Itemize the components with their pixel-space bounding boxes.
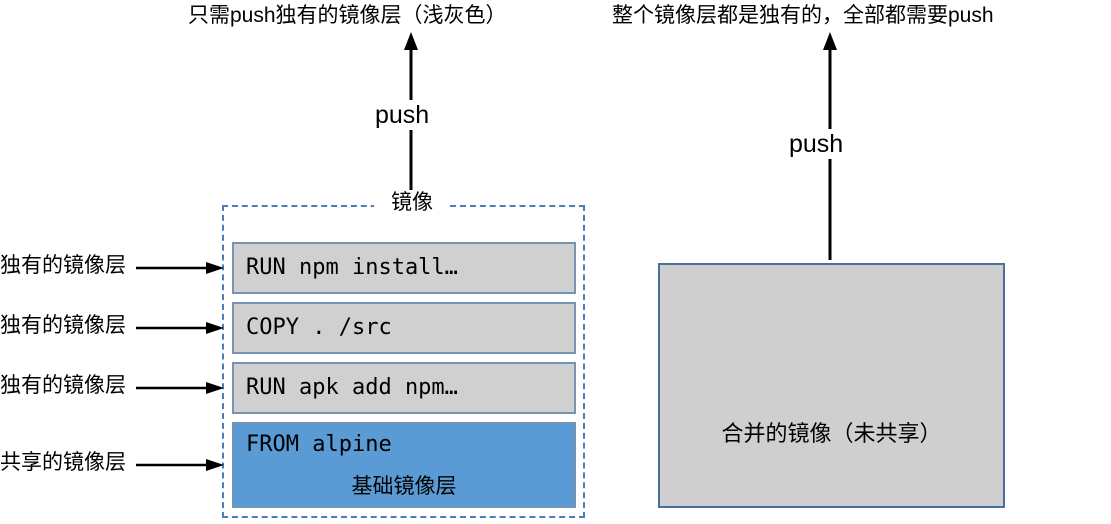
image-layer-copy-src[interactable]: COPY . /src [232, 302, 576, 354]
side-label-unique-layer-3: 独有的镜像层 [0, 374, 126, 397]
caption-left-push-unique-layers: 只需push独有的镜像层（浅灰色） [188, 4, 507, 27]
side-label-unique-layer-2: 独有的镜像层 [0, 314, 126, 337]
image-layer-command: RUN npm install… [246, 255, 458, 280]
side-arrow-icon-1 [136, 262, 224, 274]
side-label-unique-layer-1: 独有的镜像层 [0, 254, 126, 277]
side-arrow-icon-2 [136, 322, 224, 334]
layered-image-title: 镜像 [374, 190, 450, 216]
image-layer-command: FROM alpine [246, 432, 392, 457]
side-arrow-icon-4 [136, 459, 224, 471]
merged-image-box[interactable]: 合并的镜像（未共享） [658, 263, 1005, 508]
image-layer-from-alpine-base[interactable]: FROM alpine 基础镜像层 [232, 422, 576, 508]
caption-right-push-all-layers: 整个镜像层都是独有的，全部都需要push [612, 4, 994, 27]
side-arrow-icon-3 [136, 382, 224, 394]
image-layer-base-subtitle: 基础镜像层 [351, 475, 457, 498]
push-arrow-left-label: push [372, 100, 433, 130]
side-label-shared-layer: 共享的镜像层 [0, 451, 126, 474]
merged-image-label: 合并的镜像（未共享） [721, 421, 942, 446]
image-layer-command: RUN apk add npm… [246, 375, 458, 400]
image-layer-run-apk-add-npm[interactable]: RUN apk add npm… [232, 362, 576, 414]
image-layer-command: COPY . /src [246, 315, 392, 340]
image-layer-run-npm-install[interactable]: RUN npm install… [232, 242, 576, 294]
push-arrow-right-label: push [786, 129, 847, 159]
